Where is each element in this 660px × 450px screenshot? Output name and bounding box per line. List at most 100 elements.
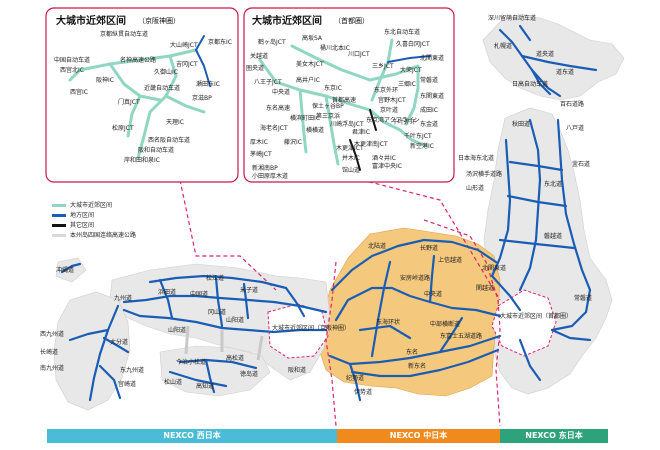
map-label: 伊势道 (354, 388, 372, 396)
inset-connector-east (361, 179, 501, 301)
map-label: 中国道 (190, 290, 208, 298)
map-label: 北関東道 (420, 54, 444, 62)
map-shape (164, 94, 206, 114)
map-label: 西九州道 (40, 330, 64, 338)
map-shape (195, 35, 205, 51)
map-label: 日高自动车道 (512, 80, 548, 88)
map-label: 美女木JCT (296, 60, 324, 68)
route-chugoku (122, 294, 328, 314)
legend-swatch-bridge (52, 234, 66, 237)
route-ise (348, 362, 362, 402)
map-label: 东九州道 (120, 366, 144, 374)
map-label: 八戸道 (566, 124, 584, 132)
inset-connector-west (179, 179, 277, 291)
tohoku-land (483, 107, 613, 395)
map-label: 成田IC (420, 106, 438, 114)
map-label: 松山道 (164, 378, 182, 386)
map-label: 近畿自动车道 (144, 84, 180, 92)
map-label: 高井户IC (296, 76, 320, 84)
map-shape (368, 64, 420, 82)
map-label: 三郷IC (398, 80, 416, 88)
map-shape (404, 64, 420, 126)
bridge-layer (184, 325, 264, 361)
map-label: 山阳道 (226, 316, 244, 324)
map-label: 东富士五湖道路 (440, 332, 482, 340)
boundary-west-central (325, 261, 337, 427)
route-maizuru (284, 286, 306, 318)
map-shape (387, 55, 431, 63)
route-hokkaido-2 (520, 54, 598, 72)
route-yamagata (506, 194, 568, 208)
map-label: 釜石道 (572, 160, 590, 168)
map-label: 九州道 (114, 294, 132, 302)
legend-label-bridge: 本州岛四国连络高速公路 (70, 231, 136, 239)
map-label: 酒々井IC (372, 154, 396, 162)
legend: 大城市近郊区间 地方区间 其它区间 本州岛四国连络高速公路 (52, 201, 136, 239)
map-label: 宫野木JCT (378, 96, 406, 104)
route-chubu-oudan (438, 316, 464, 354)
map-label: 京滋BP (192, 94, 212, 102)
map-label: 松原JCT (112, 124, 134, 132)
map-label: 藤沢IC (284, 138, 302, 146)
map-label: 木更津南JCT (354, 140, 388, 148)
route-shikoku-3 (168, 370, 228, 388)
map-label: 大荣JCT (400, 66, 422, 74)
map-label: 东海环状 (376, 318, 400, 326)
map-label: 横滨町田IC (290, 114, 320, 122)
map-label: 米子道 (240, 286, 258, 294)
inset-shutoken-labels: 鹤ヶ岛JCT 关越道 东北自动车道 高坂SA 久喜白冈JCT 川口JCT 美女木… (246, 28, 444, 180)
map-label: 东関東道 (420, 92, 444, 100)
map-label: 东名高速 (266, 104, 290, 112)
map-label: 并木IC (342, 154, 360, 162)
route-hokkaido-4 (518, 24, 532, 42)
map-label: 久御山IC (154, 68, 178, 76)
map-label: 常磐道 (574, 294, 592, 302)
map-label: 今治小松道 (176, 358, 206, 366)
route-sanin (148, 274, 288, 290)
route-hokkaido-1 (498, 28, 552, 96)
route-kyushu-miyazaki (98, 364, 122, 400)
route-yonago (242, 282, 250, 320)
map-label: 木更津JCT (336, 144, 364, 152)
map-label: 日本海东北道 (458, 154, 494, 162)
map-label: 道央道 (536, 50, 554, 58)
map-label: 京都纵贯自动车道 (100, 30, 148, 38)
route-akita (508, 160, 564, 172)
map-label: 高知道 (196, 382, 214, 390)
inset-shutoken-routes (258, 38, 431, 171)
nexco-central-bar: NEXCO 中日本 (337, 429, 500, 443)
map-label: 关越道 (250, 52, 268, 60)
map-label: 山形道 (466, 184, 484, 192)
map-label: 北関東道 (482, 264, 506, 272)
map-label: 中央道 (424, 290, 442, 298)
route-kanetsu (490, 274, 522, 312)
map-label: 北陆道 (368, 242, 386, 250)
map-label: 高坂SA (302, 34, 323, 42)
map-label: 君津IC (352, 129, 370, 136)
route-tohoku-west (490, 138, 512, 278)
route-okinawa (60, 262, 82, 274)
map-label: 秋田道 (512, 120, 530, 128)
map-label: 新空港IC (410, 142, 434, 150)
map-label: 大山崎JCT (170, 41, 198, 49)
map-label: 长野道 (420, 244, 438, 252)
chubu-land (317, 227, 501, 397)
map-shape (195, 49, 211, 87)
map-label: 馆山道 (342, 166, 360, 174)
map-label: 东金道 (420, 120, 438, 128)
inset-shutoken: 大城市近郊区间 （首都圈） 鹤ヶ岛JCT 关越道 东北自动车道 高坂SA 久喜白… (243, 7, 455, 183)
map-label: 久喜白冈JCT (396, 40, 430, 48)
map-shape (136, 54, 178, 160)
map-label: 东北自动车道 (384, 28, 420, 36)
map-label: 新东名 (408, 362, 426, 370)
map-label: 岸和田和泉IC (124, 156, 160, 164)
map-shape (324, 94, 340, 166)
map-label: 冲縄道 (56, 266, 74, 274)
route-okayama (214, 276, 224, 328)
map-label: 大分道 (110, 338, 128, 346)
route-hamada (158, 278, 174, 320)
inset-kinki-subtitle: （京阪神圈） (138, 16, 180, 25)
map-label: 三乡JCT (372, 63, 394, 70)
map-label: 道东道 (556, 68, 574, 76)
